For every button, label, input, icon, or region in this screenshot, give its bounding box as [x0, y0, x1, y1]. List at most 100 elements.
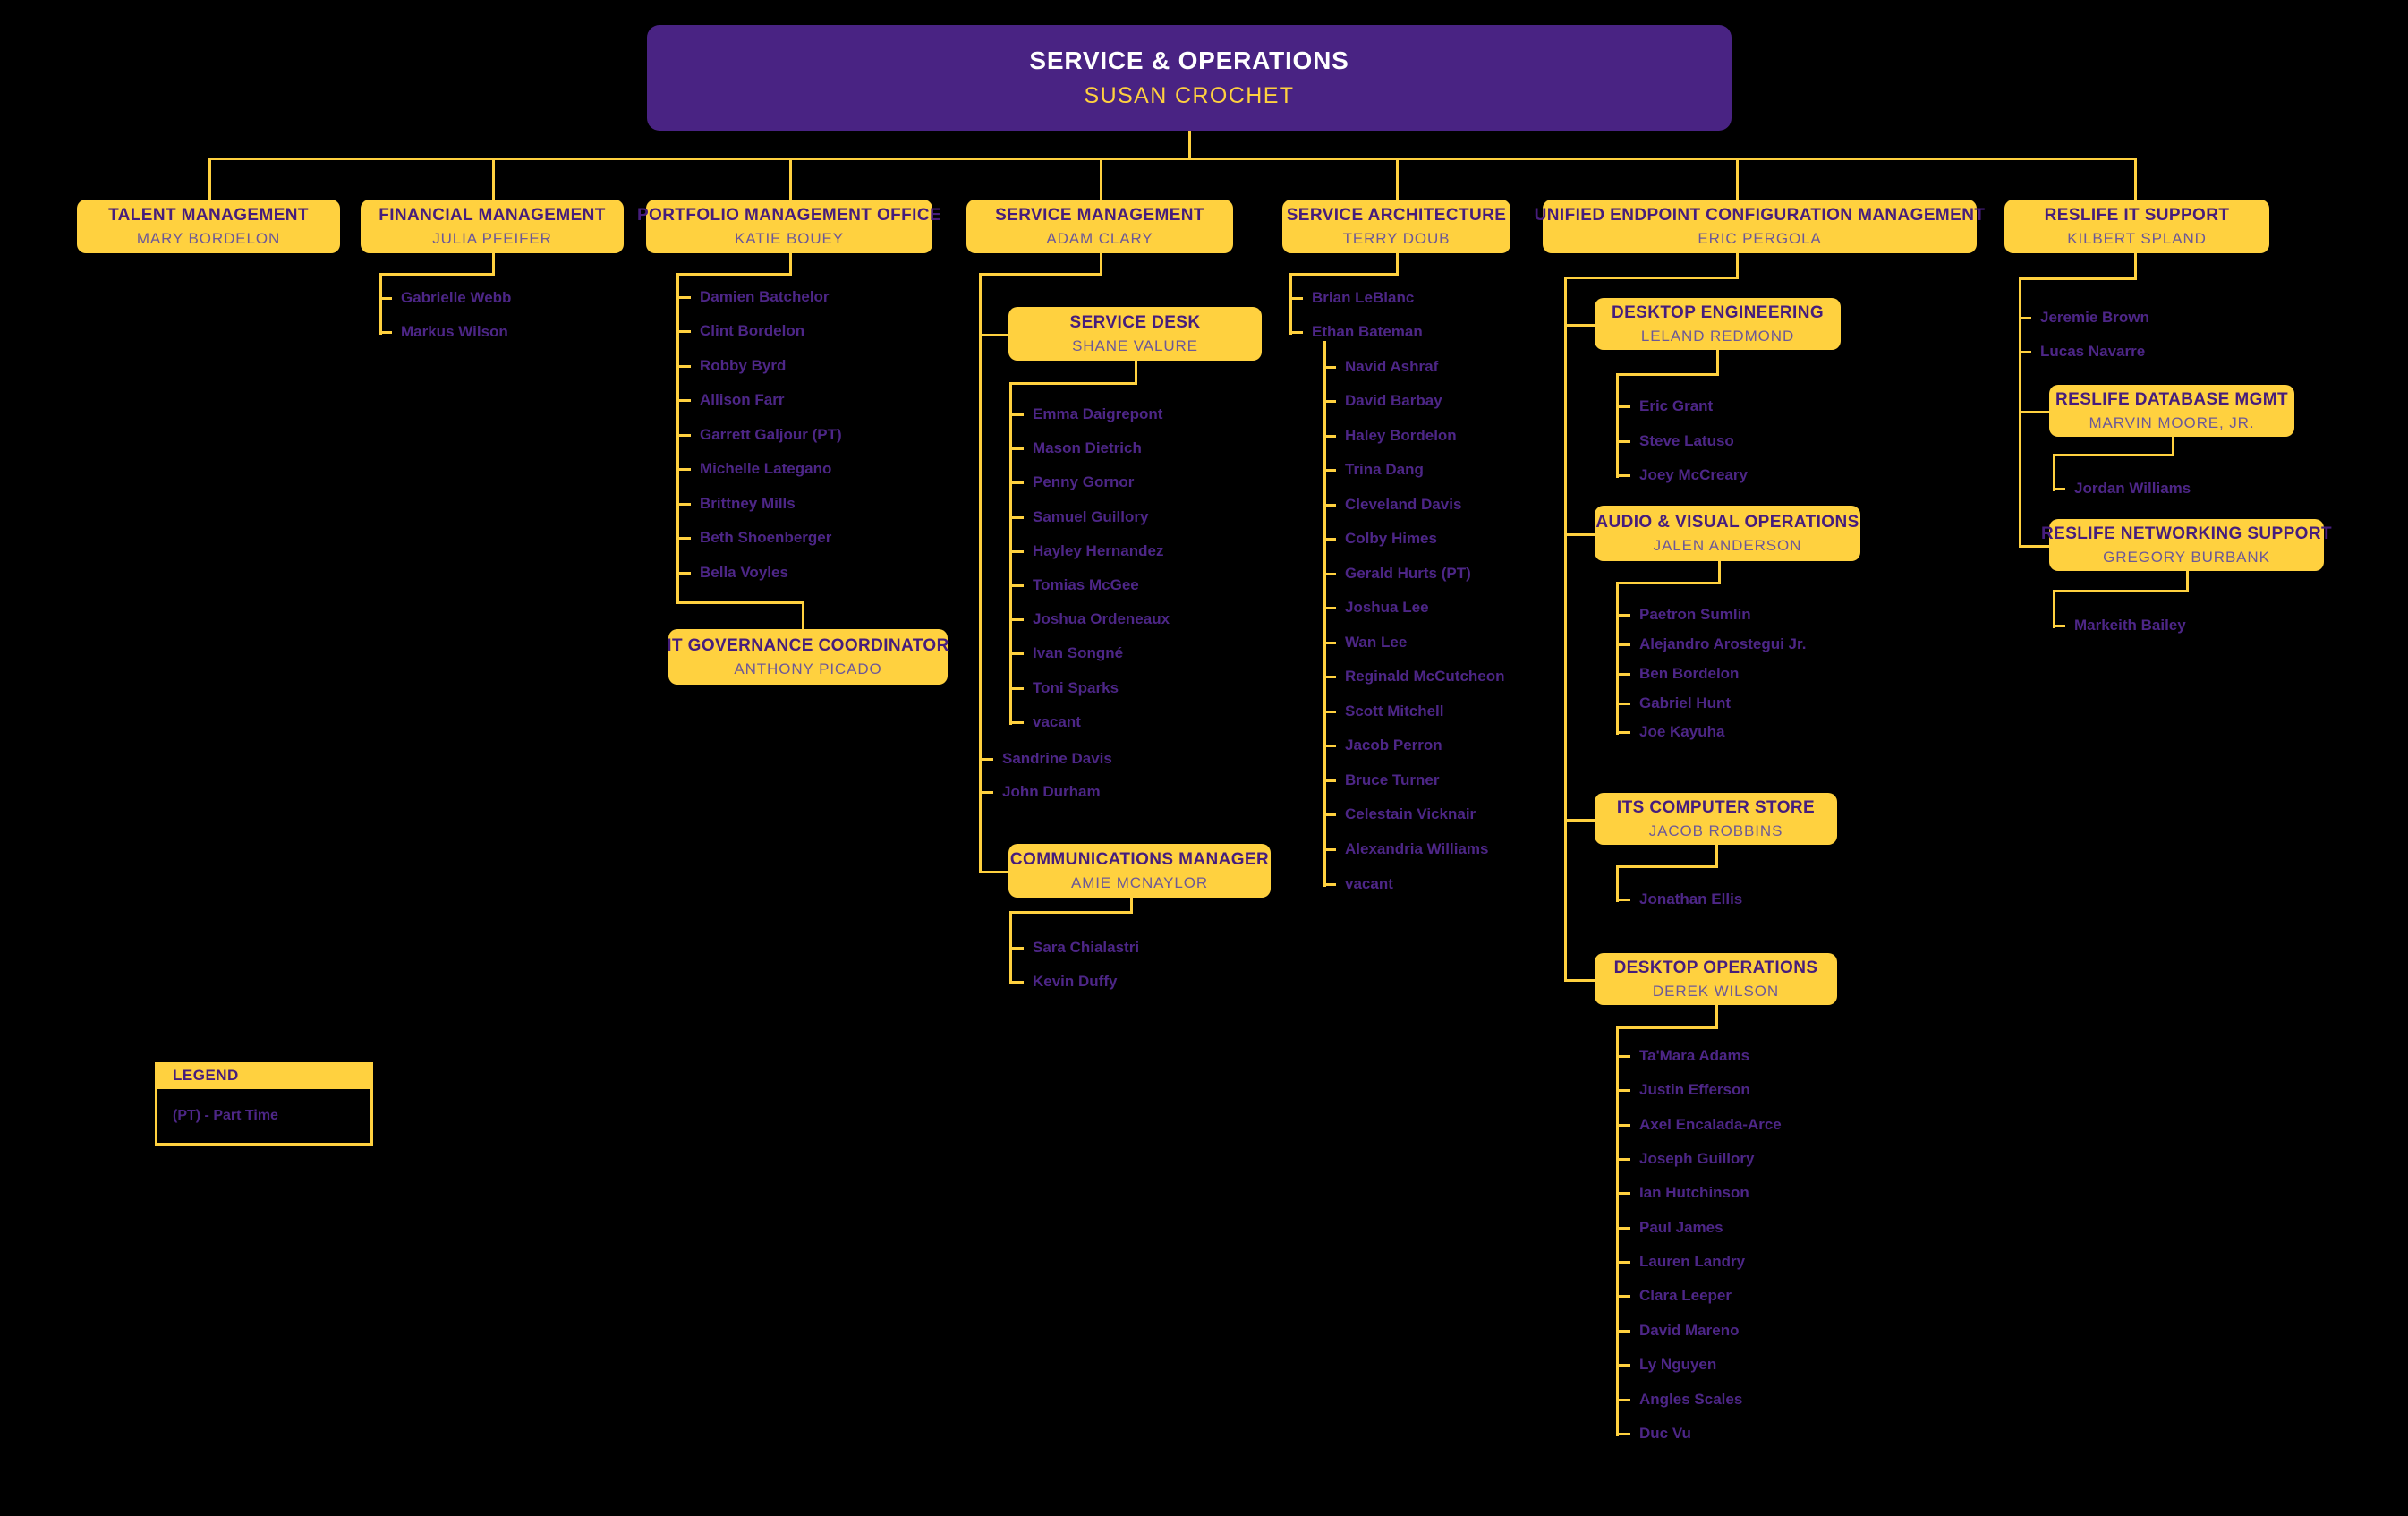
- connector-line: [2134, 158, 2137, 200]
- report-name: Angles Scales: [1639, 1391, 1743, 1408]
- connector-line: [1616, 440, 1630, 443]
- org-box-it-governance-coordinator: IT GOVERNANCE COORDINATOR ANTHONY PICADO: [667, 629, 949, 685]
- unit-manager: SHANE VALURE: [1072, 336, 1198, 354]
- legend-header: LEGEND: [155, 1062, 373, 1089]
- connector-line: [1009, 382, 1012, 725]
- report-name: Sandrine Davis: [1002, 750, 1112, 767]
- unit-manager: JACOB ROBBINS: [1648, 822, 1783, 839]
- connector-line: [1396, 158, 1399, 200]
- connector-line: [676, 330, 691, 333]
- unit-title: TALENT MANAGEMENT: [108, 205, 309, 225]
- connector-line: [1323, 813, 1336, 816]
- connector-line: [1009, 516, 1024, 519]
- unit-manager: AMIE MCNAYLOR: [1070, 873, 1209, 891]
- connector-line: [1100, 253, 1102, 276]
- connector-line: [676, 468, 691, 471]
- unit-title: IT GOVERNANCE COORDINATOR: [667, 635, 949, 655]
- connector-line: [1009, 447, 1024, 450]
- connector-line: [2053, 454, 2055, 491]
- org-box-communications-manager: COMMUNICATIONS MANAGER AMIE MCNAYLOR: [1008, 844, 1271, 898]
- connector-line: [1009, 382, 1137, 385]
- connector-line: [1323, 504, 1336, 507]
- report-name: Eric Grant: [1639, 397, 1714, 414]
- connector-line: [1564, 324, 1595, 327]
- connector-line: [1564, 277, 1739, 279]
- connector-line: [2053, 454, 2174, 456]
- connector-line: [1323, 366, 1336, 369]
- connector-line: [1009, 584, 1024, 587]
- connector-line: [1009, 550, 1024, 553]
- connector-line: [379, 273, 382, 335]
- report-name: Tomias McGee: [1033, 576, 1139, 593]
- connector-line: [2053, 488, 2065, 490]
- org-box-desktop-engineering: DESKTOP ENGINEERING LELAND REDMOND: [1595, 298, 1841, 350]
- connector-line: [676, 273, 679, 604]
- connector-line: [1616, 1227, 1630, 1230]
- connector-line: [1564, 533, 1595, 536]
- unit-title: COMMUNICATIONS MANAGER: [1009, 849, 1270, 869]
- connector-line: [1715, 845, 1718, 868]
- connector-line: [676, 399, 691, 402]
- report-name: Justin Efferson: [1639, 1081, 1750, 1098]
- connector-line: [676, 434, 691, 437]
- connector-line: [1289, 297, 1303, 300]
- report-name: Brittney Mills: [700, 495, 796, 512]
- report-name: Gabrielle Webb: [401, 289, 512, 306]
- connector-line: [676, 296, 691, 299]
- connector-line: [1289, 273, 1292, 335]
- connector-line: [1736, 253, 1739, 279]
- connector-line: [1564, 819, 1595, 822]
- unit-manager: ANTHONY PICADO: [734, 660, 882, 677]
- connector-line: [2172, 437, 2174, 456]
- connector-line: [1323, 573, 1336, 575]
- report-name: David Mareno: [1639, 1322, 1740, 1339]
- connector-line: [1130, 898, 1133, 914]
- connector-line: [2134, 253, 2137, 280]
- report-name: Clint Bordelon: [700, 322, 805, 339]
- unit-manager: TERRY DOUB: [1342, 229, 1451, 247]
- connector-line: [1396, 253, 1399, 276]
- unit-title: RESLIFE NETWORKING SUPPORT: [2041, 524, 2332, 543]
- connector-line: [2053, 625, 2065, 627]
- connector-line: [1323, 676, 1336, 678]
- report-name: Gabriel Hunt: [1639, 694, 1732, 711]
- report-name: Lucas Navarre: [2040, 343, 2146, 360]
- report-name: Bruce Turner: [1345, 771, 1440, 788]
- connector-line: [979, 791, 993, 794]
- report-name: Beth Shoenberger: [700, 529, 832, 546]
- unit-title: SERVICE MANAGEMENT: [995, 205, 1204, 225]
- unit-title: SERVICE ARCHITECTURE: [1286, 205, 1507, 225]
- report-name: Bella Voyles: [700, 564, 788, 581]
- connector-line: [2019, 277, 2137, 280]
- connector-line: [1616, 1295, 1630, 1298]
- unit-manager: LELAND REDMOND: [1640, 327, 1795, 345]
- connector-line: [789, 158, 792, 200]
- report-name: Navid Ashraf: [1345, 358, 1439, 375]
- connector-line: [1323, 400, 1336, 403]
- report-name: Jacob Perron: [1345, 737, 1442, 754]
- connector-line: [979, 871, 1008, 873]
- unit-title: DESKTOP ENGINEERING: [1611, 302, 1825, 322]
- connector-line: [979, 334, 1008, 336]
- connector-line: [1564, 979, 1595, 982]
- unit-manager: ERIC PERGOLA: [1698, 229, 1822, 247]
- connector-line: [1009, 481, 1024, 484]
- connector-line: [676, 503, 691, 506]
- connector-line: [1564, 277, 1567, 982]
- report-name: vacant: [1345, 875, 1393, 892]
- connector-line: [1716, 350, 1719, 376]
- connector-line: [2019, 411, 2049, 413]
- org-box-unified-endpoint-configuration-management: UNIFIED ENDPOINT CONFIGURATION MANAGEMEN…: [1535, 200, 1985, 253]
- connector-line: [1009, 721, 1024, 724]
- org-box-service-operations: SERVICE & OPERATIONS SUSAN CROCHET: [647, 25, 1732, 131]
- report-name: Clara Leeper: [1639, 1287, 1732, 1304]
- report-name: Celestain Vicknair: [1345, 805, 1476, 822]
- connector-line: [379, 297, 392, 300]
- unit-title: PORTFOLIO MANAGEMENT OFFICE: [636, 205, 942, 225]
- report-name: Alejandro Arostegui Jr.: [1639, 635, 1807, 652]
- connector-line: [1323, 745, 1336, 747]
